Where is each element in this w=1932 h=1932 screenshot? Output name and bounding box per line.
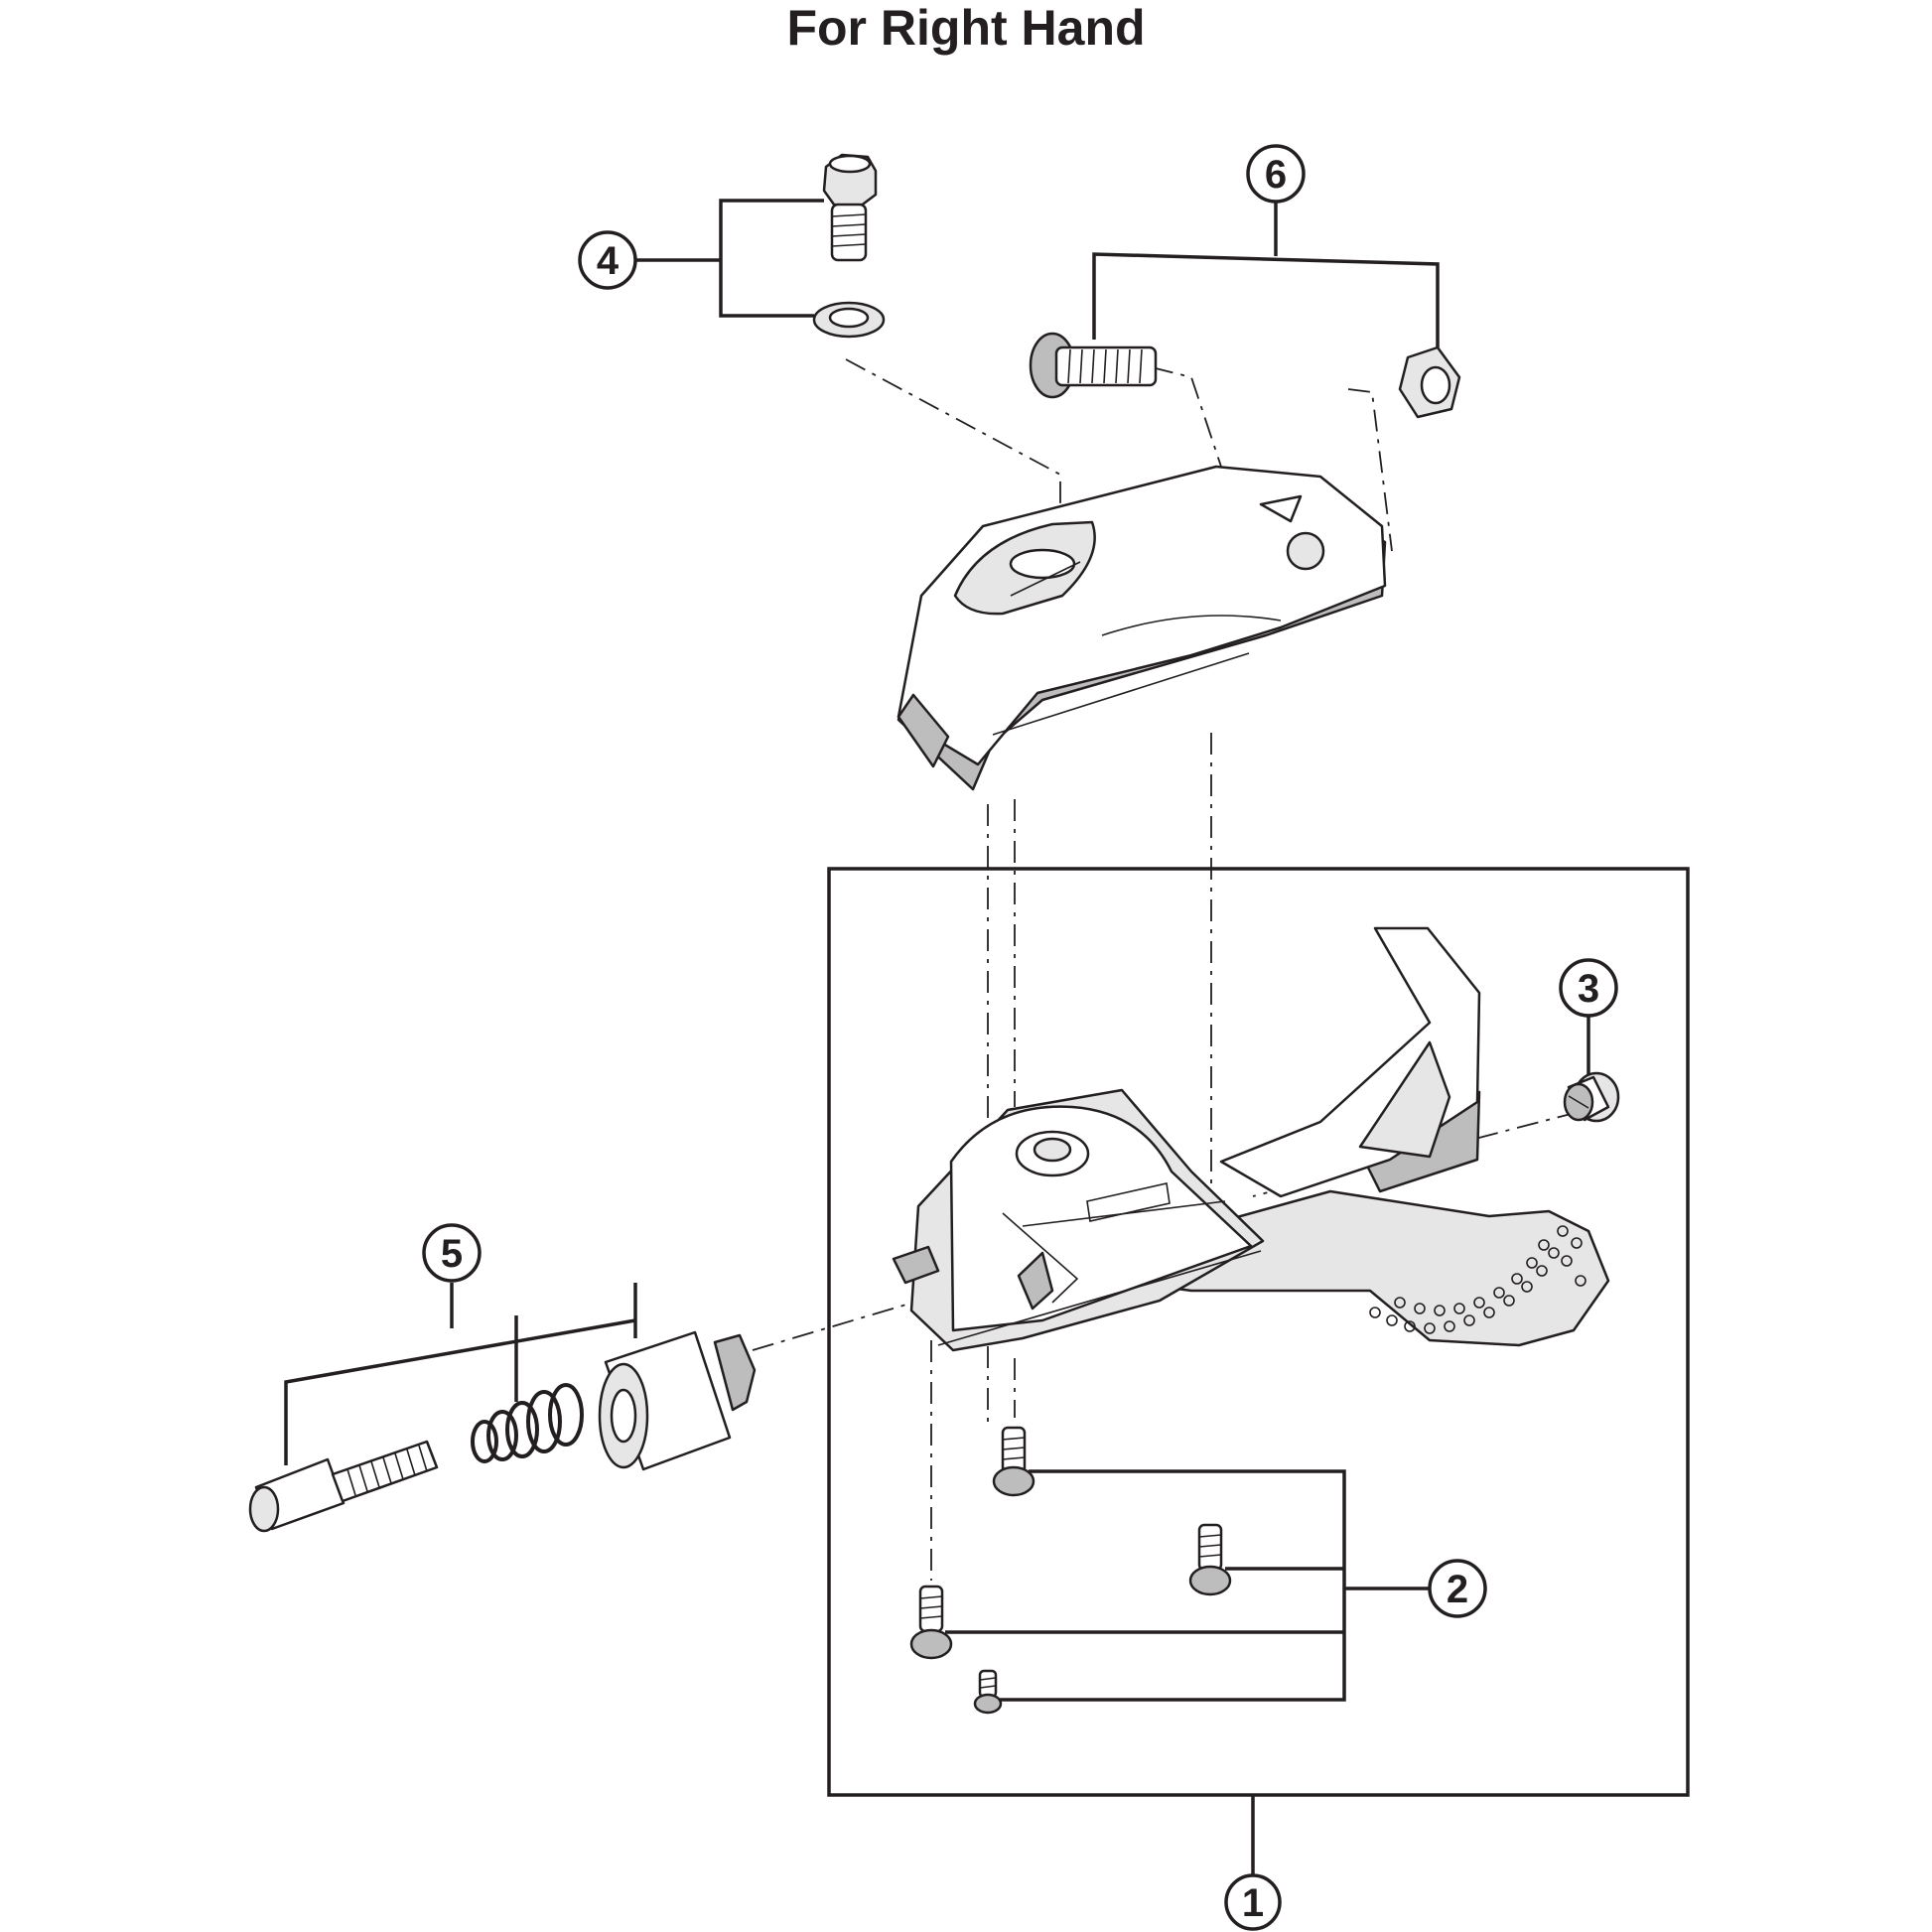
assembly-frame	[827, 867, 1690, 1797]
square-nut-6-icon	[1398, 345, 1461, 419]
barrel-5-icon	[598, 1330, 757, 1471]
callout-6-label: 6	[1265, 153, 1287, 197]
bolt-6-icon	[1029, 332, 1158, 399]
callout-5-label: 5	[441, 1232, 463, 1276]
shifter-body	[892, 926, 1610, 1352]
leader-line-4	[719, 199, 824, 318]
screw-2b-icon	[1188, 1523, 1232, 1596]
top-cover-housing	[897, 465, 1387, 791]
spring-5-icon	[471, 1383, 584, 1463]
callout-3-label: 3	[1578, 967, 1599, 1011]
leader-line-6	[1092, 252, 1440, 347]
callout-4: 4	[578, 230, 637, 290]
adjuster-bolt-5-icon	[248, 1440, 439, 1533]
callout-4-label: 4	[597, 239, 620, 283]
callout-3: 3	[1559, 958, 1618, 1018]
callout-2: 2	[1428, 1559, 1487, 1618]
diagram-title: For Right Hand	[786, 0, 1146, 56]
bolt-4-icon	[812, 153, 886, 339]
paddle-grip-dots	[1369, 1225, 1587, 1334]
screw-2a-icon	[992, 1426, 1035, 1497]
callout-6: 6	[1246, 144, 1306, 204]
screw-2c-icon	[909, 1585, 953, 1660]
leader-line-5	[284, 1318, 636, 1465]
callout-2-label: 2	[1447, 1568, 1468, 1611]
screw-2d-icon	[973, 1669, 1003, 1715]
callout-5: 5	[422, 1223, 482, 1283]
cap-screw-3-icon	[1563, 1071, 1620, 1123]
leader-line-2	[999, 1469, 1346, 1702]
